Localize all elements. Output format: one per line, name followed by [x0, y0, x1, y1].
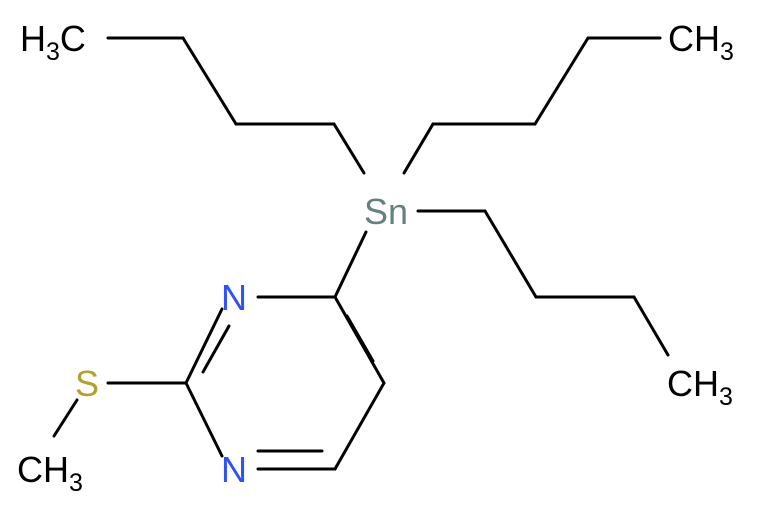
carbon-hydrogen-label: CH [668, 18, 720, 59]
tin-atom-label: Sn [364, 191, 408, 232]
sulfur-atom-label: S [75, 363, 99, 404]
methyl-group-label: CH3 [667, 363, 733, 411]
bond [184, 381, 224, 458]
bond [533, 36, 590, 126]
bond [181, 36, 238, 126]
bond-lines [52, 36, 670, 471]
carbon-hydrogen-label: CH [17, 449, 69, 490]
nitrogen-atom-label: N [221, 277, 247, 318]
bond [201, 324, 231, 374]
subscript-label: 3 [69, 469, 83, 497]
methyl-group-label: H3C [20, 18, 86, 66]
carbon-hydrogen-label: CH [667, 363, 719, 404]
hydrogen-label: H [20, 18, 46, 59]
carbon-label: C [60, 18, 86, 59]
bond [483, 209, 538, 299]
subscript-label: 3 [46, 38, 60, 66]
bond [52, 398, 79, 438]
bond [333, 230, 368, 299]
bond [632, 295, 670, 357]
subscript-label: 3 [719, 383, 733, 411]
bond [184, 307, 224, 385]
subscript-label: 3 [720, 38, 734, 66]
methyl-group-label: CH3 [668, 18, 734, 66]
methyl-group-label: CH3 [17, 449, 83, 497]
bond [333, 381, 386, 471]
bond [345, 314, 375, 363]
nitrogen-atom-label: N [221, 449, 247, 490]
bond [402, 122, 435, 175]
bond [332, 122, 366, 175]
